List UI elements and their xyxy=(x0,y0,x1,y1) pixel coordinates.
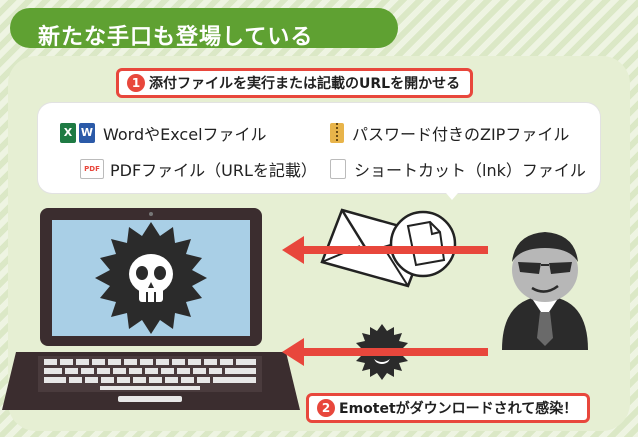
file-type-label: PDFファイル（URLを記載） xyxy=(110,161,317,180)
virus-skull-icon xyxy=(95,222,207,334)
arrowhead-bottom xyxy=(282,338,304,366)
title-banner: 新たな手口も登場している xyxy=(10,8,398,50)
arrowhead-top xyxy=(282,236,304,264)
file-type-label: ショートカット（lnk）ファイル xyxy=(354,161,586,180)
step1-label: 1 添付ファイルを実行または記載のURLを開かせる xyxy=(116,68,474,98)
bubble-tail xyxy=(440,186,464,200)
file-type-shortcut: ショートカット（lnk）ファイル xyxy=(330,157,586,181)
file-type-label: パスワード付きのZIPファイル xyxy=(352,125,570,144)
step1-text: 添付ファイルを実行または記載のURLを開かせる xyxy=(149,76,461,92)
zip-icon xyxy=(330,123,344,143)
file-type-label: WordやExcelファイル xyxy=(103,125,267,144)
arrow-email-to-pc xyxy=(300,246,488,254)
arrow-download-to-pc xyxy=(300,348,488,356)
shortcut-file-icon xyxy=(330,159,346,179)
step2-number: 2 xyxy=(317,399,335,417)
file-type-zip: パスワード付きのZIPファイル xyxy=(330,121,569,145)
step2-label: 2 Emotetがダウンロードされて感染！ xyxy=(306,393,591,423)
attacker-icon xyxy=(502,232,588,350)
excel-icon: X xyxy=(60,123,76,143)
step2-text: Emotetがダウンロードされて感染！ xyxy=(339,401,578,417)
file-type-word-excel: X W WordやExcelファイル xyxy=(60,121,267,145)
page-title: 新たな手口も登場している xyxy=(38,25,314,50)
file-type-pdf: PDF PDFファイル（URLを記載） xyxy=(80,157,317,181)
word-icon: W xyxy=(79,123,95,143)
step1-number: 1 xyxy=(127,74,145,92)
pdf-icon: PDF xyxy=(80,159,104,179)
attachment-file-icon xyxy=(389,210,457,278)
file-types-bubble xyxy=(38,103,600,193)
